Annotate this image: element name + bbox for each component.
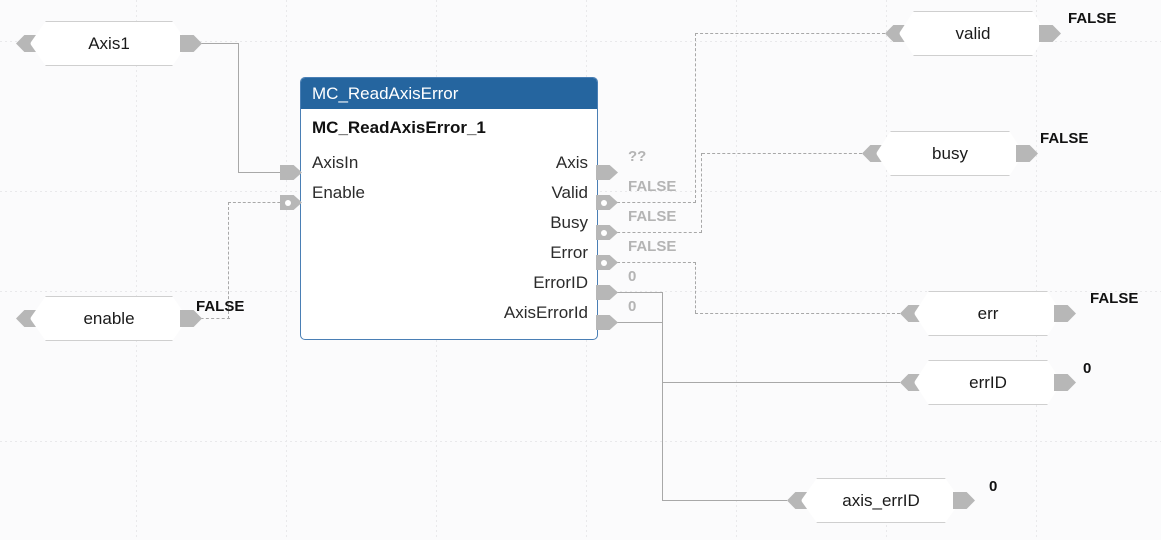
output-port-valid-label[interactable]: Valid <box>551 183 588 202</box>
monitor-value-axis: ?? <box>628 148 647 165</box>
function-block-ports: AxisIn Axis Enable Valid Busy Error Erro… <box>301 148 597 328</box>
function-block-type-label: MC_ReadAxisError <box>301 78 597 109</box>
variable-pin-left-err[interactable] <box>900 305 922 322</box>
monitor-value-err-var: FALSE <box>1090 290 1139 307</box>
input-port-axisin-label[interactable]: AxisIn <box>312 153 359 172</box>
monitor-value-axiserrorid: 0 <box>628 298 637 315</box>
variable-box-axis-errid[interactable]: axis_errID <box>787 478 975 523</box>
output-port-axiserrorid-label[interactable]: AxisErrorId <box>503 303 588 322</box>
port-row-2: Enable Valid <box>301 178 597 208</box>
monitor-value-errorid: 0 <box>628 268 637 285</box>
monitor-value-error: FALSE <box>628 238 677 255</box>
input-port-enable-label[interactable]: Enable <box>312 183 365 202</box>
variable-label-busy[interactable]: busy <box>876 131 1024 176</box>
output-port-axis-label[interactable]: Axis <box>555 153 588 172</box>
monitor-value-busy-var: FALSE <box>1040 130 1089 147</box>
variable-label-errid[interactable]: errID <box>914 360 1062 405</box>
monitor-value-busy: FALSE <box>628 208 677 225</box>
variable-pin-left-busy[interactable] <box>862 145 884 162</box>
monitor-value-enable-var: FALSE <box>196 298 245 315</box>
variable-label-axis1[interactable]: Axis1 <box>30 21 188 66</box>
output-pin-axiserrorid[interactable] <box>596 315 618 330</box>
variable-label-enable[interactable]: enable <box>30 296 188 341</box>
variable-pin-right-busy[interactable] <box>1016 145 1038 162</box>
output-port-error-label[interactable]: Error <box>550 243 588 262</box>
function-block-mc-readaxiserror[interactable]: MC_ReadAxisError MC_ReadAxisError_1 Axis… <box>300 77 598 340</box>
variable-pin-left-axis1[interactable] <box>16 35 38 52</box>
variable-label-valid[interactable]: valid <box>899 11 1047 56</box>
monitor-value-valid: FALSE <box>628 178 677 195</box>
monitor-value-valid-var: FALSE <box>1068 10 1117 27</box>
output-port-errorid-label[interactable]: ErrorID <box>533 273 588 292</box>
variable-pin-left-enable[interactable] <box>16 310 38 327</box>
output-pin-axis[interactable] <box>596 165 618 180</box>
variable-pin-left-errid[interactable] <box>900 374 922 391</box>
variable-pin-right-err[interactable] <box>1054 305 1076 322</box>
function-block-instance-label: MC_ReadAxisError_1 <box>312 118 486 137</box>
variable-box-valid[interactable]: valid <box>885 11 1061 56</box>
output-pin-error[interactable] <box>596 255 618 270</box>
monitor-value-errid-var: 0 <box>1083 360 1092 377</box>
output-pin-busy[interactable] <box>596 225 618 240</box>
variable-pin-right-axis1[interactable] <box>180 35 202 52</box>
variable-label-axis-errid[interactable]: axis_errID <box>801 478 961 523</box>
port-row-5: ErrorID <box>301 268 597 298</box>
input-pin-enable[interactable] <box>280 195 302 210</box>
port-row-6: AxisErrorId <box>301 298 597 328</box>
variable-pin-left-axis-errid[interactable] <box>787 492 809 509</box>
output-pin-valid[interactable] <box>596 195 618 210</box>
variable-pin-left-valid[interactable] <box>885 25 907 42</box>
port-row-4: Error <box>301 238 597 268</box>
variable-pin-right-valid[interactable] <box>1039 25 1061 42</box>
output-pin-errorid[interactable] <box>596 285 618 300</box>
variable-pin-right-errid[interactable] <box>1054 374 1076 391</box>
variable-label-err[interactable]: err <box>914 291 1062 336</box>
port-row-3: Busy <box>301 208 597 238</box>
monitor-value-axis-errid-var: 0 <box>989 478 998 495</box>
output-port-busy-label[interactable]: Busy <box>550 213 588 232</box>
variable-box-busy[interactable]: busy <box>862 131 1038 176</box>
variable-pin-right-enable[interactable] <box>180 310 202 327</box>
variable-box-err[interactable]: err <box>900 291 1076 336</box>
variable-box-axis1[interactable]: Axis1 <box>16 21 202 66</box>
port-row-1: AxisIn Axis <box>301 148 597 178</box>
variable-box-errid[interactable]: errID <box>900 360 1076 405</box>
input-pin-axisin[interactable] <box>280 165 302 180</box>
variable-box-enable[interactable]: enable <box>16 296 202 341</box>
variable-pin-right-axis-errid[interactable] <box>953 492 975 509</box>
